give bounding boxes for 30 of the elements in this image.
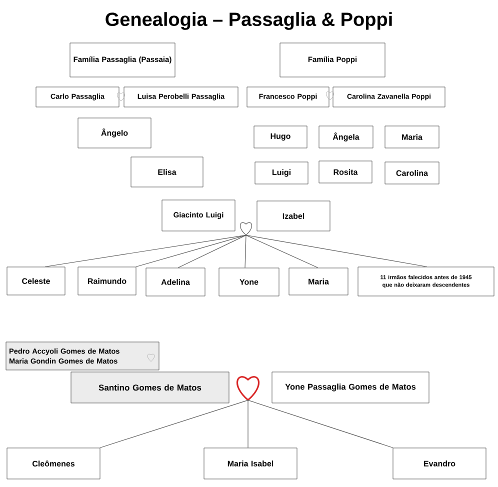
person-box: Carolina — [384, 162, 440, 184]
person-box: Raimundo — [78, 266, 136, 296]
person-box: Elisa — [130, 156, 204, 188]
person-box: Celeste — [6, 266, 66, 296]
person-box: Rosita — [318, 160, 372, 184]
heart-symbol — [240, 222, 252, 236]
connector-line — [248, 400, 394, 448]
person-box: Maria — [288, 268, 348, 296]
person-box: Ângelo — [78, 118, 152, 148]
person-box: Hugo — [254, 126, 308, 148]
person-box: Cleômenes — [6, 448, 100, 480]
connector-line — [178, 234, 246, 268]
person-box: Izabel — [256, 200, 330, 232]
person-box: Ângela — [318, 126, 374, 148]
person-box: Maria Isabel — [204, 448, 298, 480]
connector-line — [246, 234, 428, 268]
person-box: Yone — [218, 268, 280, 296]
person-box: Santino Gomes de Matos — [70, 372, 230, 404]
person-box: Evandro — [392, 448, 486, 480]
connector-line — [44, 234, 246, 268]
connector-line — [244, 234, 246, 268]
title: Genealogia – Passaglia & Poppi — [106, 12, 392, 30]
connector-line — [136, 234, 246, 268]
person-box: Yone Passaglia Gomes de Matos — [272, 372, 430, 404]
person-box: Luigi — [254, 162, 308, 184]
connector-line — [100, 400, 248, 448]
person-box: Adelina — [146, 268, 206, 296]
connector-line — [246, 234, 318, 268]
heart-symbol — [236, 376, 260, 401]
person-box: Maria — [384, 126, 440, 148]
